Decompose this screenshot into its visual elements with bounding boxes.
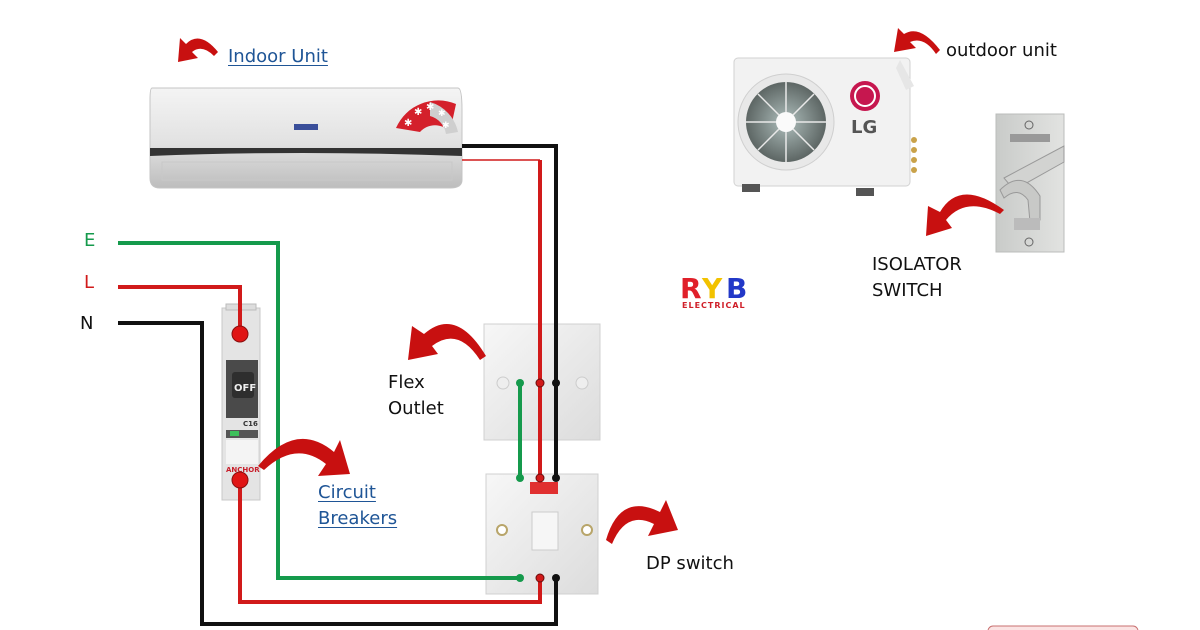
earth-wire-supply (118, 241, 520, 580)
outdoor-unit-label: outdoor unit (946, 40, 1057, 61)
indoor-unit: ✱ ✱ ✱ ✱ ✱ (149, 87, 463, 189)
flex-outlet-label-line2: Outlet (388, 398, 444, 419)
dp-switch-arrow-icon (606, 500, 678, 544)
isolator-arrow-icon (926, 194, 1004, 236)
circuit-breakers-label-line2[interactable]: Breakers (318, 508, 398, 529)
logo-letter-y: Y (701, 272, 723, 305)
dp-out-terminal-e (516, 574, 524, 582)
dp-in-terminal-n (552, 474, 560, 482)
flex-outlet-arrow-icon (408, 323, 486, 360)
svg-text:✱: ✱ (438, 109, 446, 119)
logo-subtitle: ELECTRICAL (682, 301, 746, 310)
live-wire-supply (118, 285, 242, 333)
isolator-label-line2: SWITCH (872, 280, 943, 301)
terminals (231, 325, 560, 583)
dp-switch-rocker (531, 511, 559, 551)
dp-out-terminal-l (535, 573, 545, 583)
outlet-terminal-n (552, 379, 560, 387)
neutral-wire-supply (118, 321, 558, 626)
ryb-electrical-logo: R Y B ELECTRICAL (680, 272, 747, 310)
dp-in-terminal-l (535, 473, 545, 483)
dp-switch-label: DP switch (646, 553, 734, 574)
outlet-terminal-l (535, 378, 545, 388)
logo-letter-r: R (680, 272, 702, 305)
svg-text:✱: ✱ (404, 118, 412, 129)
live-label: L (84, 272, 95, 293)
outdoor-arrow-icon (894, 28, 940, 54)
isolator-switch (995, 113, 1065, 253)
isolator-label-line1: ISOLATOR (872, 254, 962, 275)
dp-in-terminal-e (516, 474, 524, 482)
indoor-unit-label[interactable]: Indoor Unit (228, 46, 328, 67)
mcb-state-label: OFF (234, 383, 256, 394)
earth-label: E (84, 230, 96, 251)
live-wire-mcb-out (238, 480, 542, 604)
svg-text:✱: ✱ (442, 121, 450, 131)
dp-out-terminal-n (552, 574, 560, 582)
neutral-wire-link (462, 144, 558, 478)
mcb-terminal-out (231, 471, 249, 489)
outdoor-unit: LG (733, 57, 917, 196)
breaker-arrow-icon (258, 438, 350, 476)
mcb-rating: C16 (243, 420, 258, 428)
mcb-brand: ANCHOR (226, 466, 260, 474)
logo-letter-b: B (726, 272, 747, 305)
flex-outlet-label-line1: Flex (388, 372, 425, 393)
partial-button-bottom-right (987, 625, 1139, 630)
indoor-brand-badge (294, 124, 318, 130)
svg-text:✱: ✱ (426, 102, 434, 113)
circuit-breakers-label-line1[interactable]: Circuit (318, 482, 376, 503)
mcb-terminal-in (231, 325, 249, 343)
outdoor-brand: LG (851, 117, 877, 138)
neutral-label: N (80, 313, 94, 334)
svg-text:✱: ✱ (414, 107, 422, 118)
indoor-arrow-icon (178, 38, 218, 62)
outlet-terminal-e (516, 379, 524, 387)
dp-switch-indicator (530, 482, 558, 494)
